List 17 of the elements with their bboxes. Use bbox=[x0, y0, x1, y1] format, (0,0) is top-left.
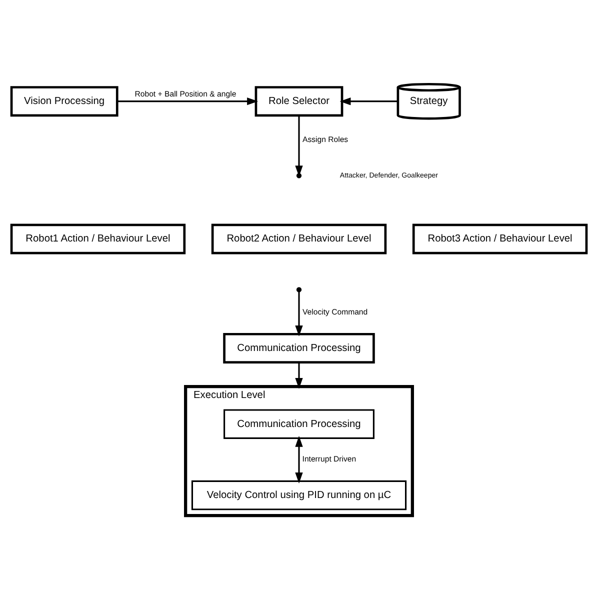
node-box: Vision Processing bbox=[10, 86, 118, 117]
node-box: Robot1 Action / Behaviour Level bbox=[10, 224, 186, 254]
arrow bbox=[117, 98, 258, 106]
node-box: Communication Processing bbox=[223, 332, 375, 364]
node-box: Communication Processing bbox=[224, 409, 374, 439]
arrow bbox=[340, 98, 398, 106]
arrow bbox=[295, 362, 303, 389]
arrow bbox=[295, 436, 303, 484]
node-box: Robot3 Action / Behaviour Level bbox=[412, 224, 588, 254]
node-box: Role Selector bbox=[254, 86, 344, 117]
edge-label: Assign Roles bbox=[302, 135, 348, 144]
edge-label: Interrupt Driven bbox=[302, 454, 356, 464]
node-box: Velocity Control using PID running on µC bbox=[191, 480, 407, 510]
arrow bbox=[295, 291, 303, 336]
edge-label: Robot + Ball Position & angle bbox=[134, 90, 236, 99]
node-box: Robot2 Action / Behaviour Level bbox=[211, 224, 387, 254]
edge-label: Velocity Command bbox=[302, 308, 368, 317]
